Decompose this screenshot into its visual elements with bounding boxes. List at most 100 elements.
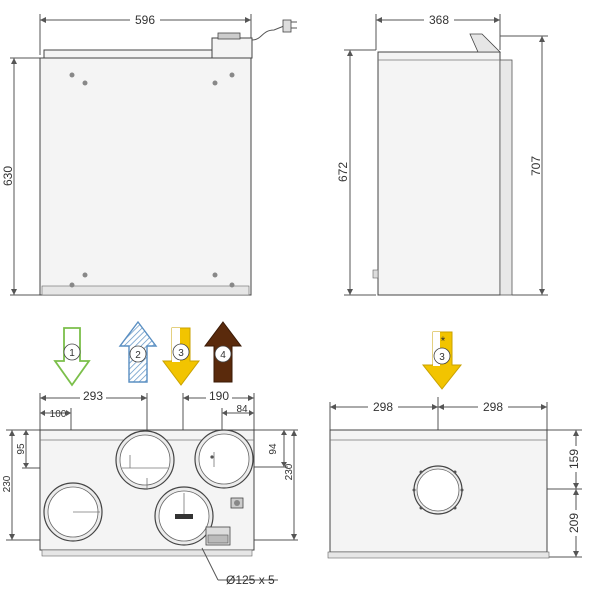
dim-94: 94 — [268, 443, 279, 455]
base-strip — [41, 549, 253, 557]
duct-3-top-inner — [416, 468, 460, 512]
flow-arrows: 1 2 3 4 * 3 — [53, 320, 463, 390]
screw-icon — [69, 72, 75, 78]
dim-209: 209 — [567, 513, 581, 533]
arrow-2-badge — [129, 345, 147, 363]
arrow-3-num: 3 — [178, 348, 184, 359]
side-control-box — [469, 33, 501, 53]
arrowhead — [40, 17, 46, 23]
arrowhead — [573, 483, 579, 489]
arrow-2-up: 2 — [118, 320, 158, 383]
label-bg — [424, 12, 454, 26]
arrowhead — [23, 463, 29, 468]
front-cabinet — [39, 57, 252, 296]
arrow-3-badge — [172, 343, 190, 361]
duct-4-dot — [210, 455, 214, 459]
arrow-2-num: 2 — [135, 350, 141, 361]
arrowhead — [40, 395, 46, 401]
front-base-plinth — [41, 285, 250, 296]
screw-icon — [69, 282, 75, 288]
power-cable — [251, 25, 285, 41]
arrow-3-right-view: * 3 — [421, 331, 463, 390]
screw-icon — [460, 488, 464, 492]
arrowhead — [494, 17, 500, 23]
arrowhead — [11, 289, 17, 295]
arrowhead — [9, 534, 15, 540]
sensor-knob — [234, 500, 240, 506]
power-plug-icon — [282, 19, 292, 33]
bottom-right-view: 298 298 159 209 — [327, 397, 583, 559]
base-strip — [327, 551, 550, 559]
arrowhead — [573, 489, 579, 495]
screw-icon — [229, 72, 235, 78]
screw-icon — [419, 470, 423, 474]
control-box-cap — [217, 32, 241, 40]
dim-95: 95 — [16, 443, 27, 455]
duct-1 — [43, 482, 103, 542]
bottom-left-view: 293 100 190 84 230 95 — [2, 389, 298, 587]
arrowhead — [330, 404, 336, 410]
screw-icon — [453, 470, 457, 474]
dim-298-right: 298 — [483, 400, 503, 414]
duct-3-top — [412, 465, 464, 515]
label-bg — [567, 510, 583, 536]
arrowhead — [376, 17, 382, 23]
arrow-3b-mark: * — [441, 334, 446, 348]
control-box — [211, 37, 253, 59]
arrow-3b-highlight — [433, 332, 440, 366]
arrowhead — [291, 430, 297, 436]
screw-icon — [212, 80, 218, 86]
dim-230-left: 230 — [2, 475, 13, 492]
screw-icon — [229, 282, 235, 288]
side-cabinet — [377, 51, 501, 296]
arrowhead — [183, 395, 189, 401]
arrow-1-num: 1 — [69, 348, 75, 359]
front-width-label: 596 — [135, 13, 155, 27]
duct-note: Ø125 x 5 — [226, 573, 275, 587]
side-rear-panel — [499, 59, 513, 296]
arrowhead — [347, 50, 353, 56]
side-foot — [372, 269, 379, 279]
dim-84: 84 — [236, 404, 248, 415]
arrowhead — [281, 462, 287, 467]
label-bg — [368, 399, 398, 413]
screw-icon — [82, 272, 88, 278]
arrowhead — [432, 404, 438, 410]
arrow-3b-num: 3 — [439, 352, 445, 363]
arrowhead — [23, 430, 29, 435]
duct-4 — [194, 429, 254, 489]
label-bg — [80, 389, 106, 402]
dim-100: 100 — [50, 409, 67, 420]
arrow-1-badge — [63, 343, 81, 361]
dim-159: 159 — [567, 449, 581, 469]
arrowhead — [249, 410, 254, 416]
side-inner-height-label: 672 — [336, 162, 350, 182]
arrow-4-badge — [214, 345, 232, 363]
screw-icon — [82, 80, 88, 86]
arrowhead — [141, 395, 147, 401]
duct-3 — [154, 486, 214, 546]
duct-2-inner — [119, 434, 171, 486]
arrowhead — [222, 410, 227, 416]
label-bg — [206, 389, 232, 402]
duct-4-inner — [198, 433, 250, 485]
arrowhead — [11, 58, 17, 64]
side-view: 368 672 707 — [336, 12, 548, 296]
arrowhead — [541, 404, 547, 410]
front-height-label: 630 — [1, 166, 15, 186]
label-bg — [567, 446, 583, 472]
electrical-box-inner — [207, 534, 229, 544]
arrowhead — [248, 395, 254, 401]
arrowhead — [245, 17, 251, 23]
screw-icon — [419, 506, 423, 510]
duct-2 — [115, 430, 175, 490]
arrowhead — [347, 289, 353, 295]
dim-298-left: 298 — [373, 400, 393, 414]
arrowhead — [539, 36, 545, 42]
arrow-1-down: 1 — [53, 327, 91, 387]
screw-icon — [453, 506, 457, 510]
arrowhead — [573, 430, 579, 436]
arrowhead — [281, 430, 287, 435]
arrowhead — [40, 410, 45, 416]
